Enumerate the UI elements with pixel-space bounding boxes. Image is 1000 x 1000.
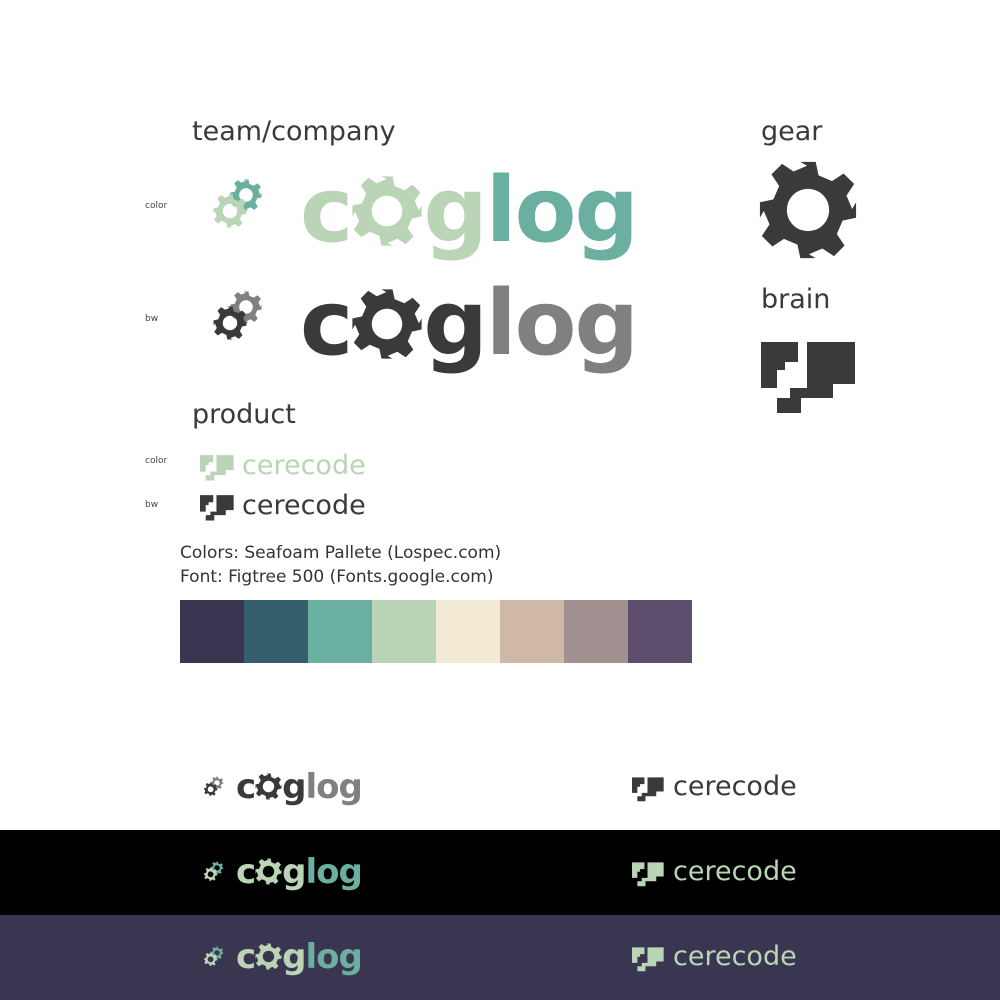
color-label: color bbox=[145, 456, 168, 466]
cerecode-wordmark-on-black: cerecode bbox=[673, 856, 797, 887]
team-company-heading: team/company bbox=[192, 116, 396, 147]
coglog-gear-icon bbox=[204, 861, 224, 881]
wordmark-log: log bbox=[485, 158, 639, 263]
brain-icon bbox=[200, 455, 234, 481]
cerecode-wordmark-bw: cerecode bbox=[242, 490, 366, 521]
coglog-o-gear-icon bbox=[352, 289, 422, 359]
wordmark-c: c bbox=[300, 271, 353, 376]
palette-swatch bbox=[564, 600, 628, 663]
palette-swatch bbox=[308, 600, 372, 663]
gear-heading: gear bbox=[761, 116, 823, 147]
wordmark-g: g bbox=[423, 158, 487, 263]
palette-swatch bbox=[180, 600, 244, 663]
coglog-gear-icon bbox=[204, 776, 224, 796]
color-label: color bbox=[145, 201, 168, 211]
palette-swatch bbox=[436, 600, 500, 663]
wordmark-log: log bbox=[485, 271, 639, 376]
product-heading: product bbox=[192, 399, 296, 430]
wordmark-c: c bbox=[300, 158, 353, 263]
coglog-o-gear-icon bbox=[255, 943, 282, 970]
cerecode-wordmark-small: cerecode bbox=[673, 771, 797, 802]
palette-swatch bbox=[628, 600, 692, 663]
cerecode-wordmark-color: cerecode bbox=[242, 450, 366, 481]
bw-label: bw bbox=[145, 314, 159, 324]
brain-icon bbox=[632, 777, 664, 802]
purple-background-band bbox=[0, 915, 1000, 1000]
black-background-band bbox=[0, 830, 1000, 915]
font-info: Font: Figtree 500 (Fonts.google.com) bbox=[180, 567, 494, 587]
colors-info: Colors: Seafoam Pallete (Lospec.com) bbox=[180, 543, 502, 563]
brain-icon bbox=[761, 342, 855, 413]
bw-label: bw bbox=[145, 500, 159, 510]
brain-icon bbox=[200, 495, 234, 521]
coglog-gear-icon bbox=[213, 291, 262, 340]
coglog-o-gear-icon bbox=[352, 176, 422, 246]
brain-icon bbox=[632, 947, 664, 972]
palette-swatch bbox=[372, 600, 436, 663]
wordmark-g: g bbox=[423, 271, 487, 376]
coglog-o-gear-icon bbox=[255, 773, 282, 800]
coglog-gear-icon bbox=[204, 946, 224, 966]
palette-swatch bbox=[500, 600, 564, 663]
coglog-o-gear-icon bbox=[255, 858, 282, 885]
gear-icon bbox=[759, 161, 857, 259]
coglog-gear-icon bbox=[213, 179, 262, 228]
cerecode-wordmark-on-purple: cerecode bbox=[673, 941, 797, 972]
brain-heading: brain bbox=[761, 284, 831, 315]
palette-swatch bbox=[244, 600, 308, 663]
brain-icon bbox=[632, 862, 664, 887]
